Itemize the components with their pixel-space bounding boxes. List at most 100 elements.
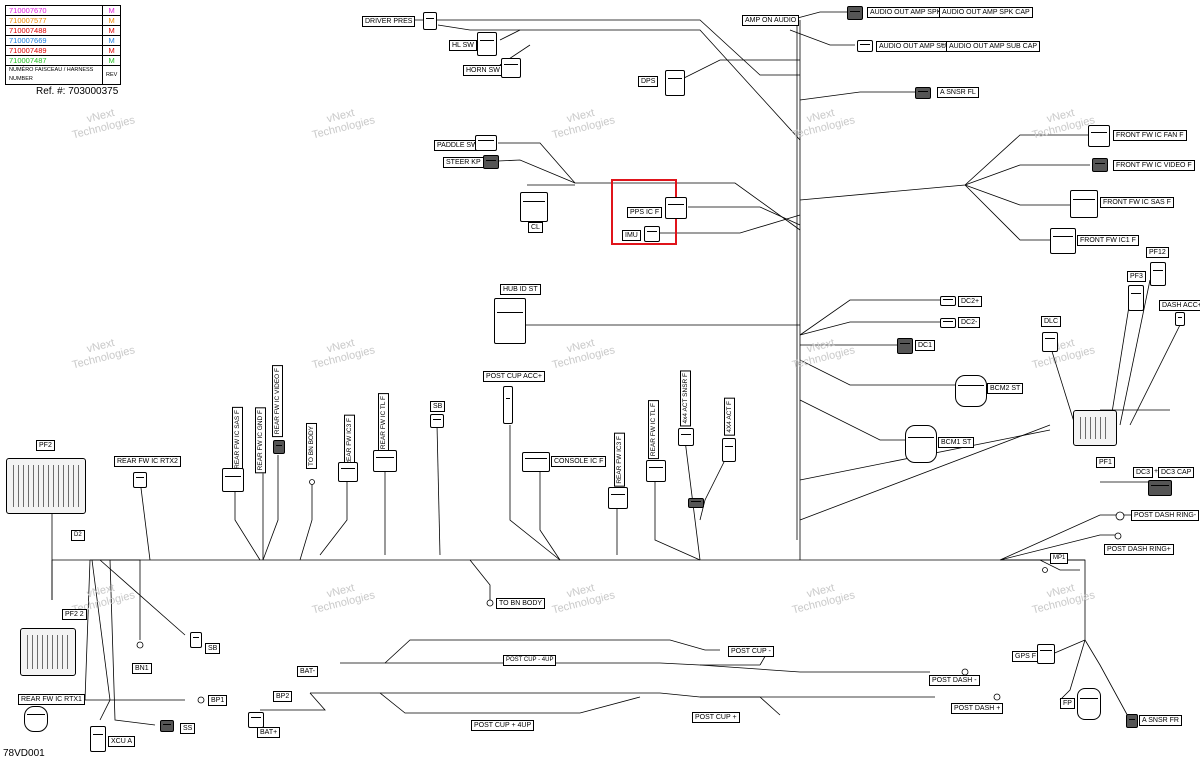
pf2-2-label: PF2 2 <box>62 609 87 620</box>
gps-f-connector <box>1037 644 1055 664</box>
harness-rev: M <box>101 55 122 66</box>
legend-row: 710007489 M <box>5 45 122 56</box>
dash-acc-label: DASH ACC+ <box>1159 300 1200 311</box>
front-fan-label: FRONT FW IC FAN F <box>1113 130 1187 141</box>
horn-sw-label: HORN SW <box>463 65 503 76</box>
sb-top-label: SB <box>430 401 446 412</box>
post-cup-4up-minus-label: POST CUP - 4UP <box>503 655 557 666</box>
dc2p-connector <box>940 296 956 306</box>
d2-label: D2 <box>71 530 85 541</box>
imu-label: IMU <box>622 230 641 241</box>
dc3-cap-label: DC3 CAP <box>1158 467 1195 478</box>
pps-ic-f-connector <box>665 197 687 219</box>
post-cup-acc-connector <box>503 386 513 424</box>
reference-number: Ref. #: 703000375 <box>36 86 119 97</box>
a-snsr-fr-label: A SNSR FR <box>1139 715 1182 726</box>
plus-sign: + <box>941 42 946 49</box>
front-video-label: FRONT FW IC VIDEO F <box>1113 160 1195 171</box>
post-dash-ring-minus-label: POST DASH RING- <box>1131 510 1200 521</box>
pf12-connector <box>1150 262 1166 286</box>
bcm1-connector <box>905 425 937 463</box>
rear-rtx1-label: REAR FW IC RTX1 <box>18 694 85 705</box>
rear-rtx1-connector <box>24 706 48 732</box>
hl-sw-label: HL SW <box>449 40 477 51</box>
post-cup-4up-plus-label: POST CUP + 4UP <box>471 720 535 731</box>
hub-id-st-connector <box>494 298 526 344</box>
rear-video-connector <box>273 440 285 454</box>
sb-low-connector <box>190 632 202 648</box>
audio-spk-connector <box>847 6 863 20</box>
pf2-2-connector <box>20 628 76 676</box>
dlc-connector <box>1042 332 1058 352</box>
pf1-label: PF1 <box>1096 457 1115 468</box>
front-sas-connector <box>1070 190 1098 218</box>
post-dash-plus-label: POST DASH + <box>951 703 1004 714</box>
sb-low-label: SB <box>205 643 221 654</box>
audio-spk-label: AUDIO OUT AMP SPK <box>867 7 945 18</box>
rear-tl-connector <box>373 450 397 472</box>
pf3-connector <box>1128 285 1144 311</box>
act-4x4-relay <box>688 498 704 508</box>
harness-number: 710007489 <box>5 45 103 56</box>
dc1-connector <box>897 338 913 354</box>
bat-plus-terminal <box>248 712 264 728</box>
act-4x4-connector <box>722 438 736 462</box>
front-ic1-label: FRONT FW IC1 F <box>1077 235 1139 246</box>
harness-legend-table: 710007670 M 710007577 M 710007488 M 7100… <box>5 5 122 85</box>
bat-plus-label: BAT+ <box>257 727 281 738</box>
a-snsr-fr-connector <box>1126 714 1138 728</box>
sb-top-connector <box>430 414 444 428</box>
paddle-sw-label: PADDLE SW <box>434 140 481 151</box>
front-sas-label: FRONT FW IC SAS F <box>1100 197 1174 208</box>
harness-number: 710007487 <box>5 55 103 66</box>
hub-id-st-label: HUB ID ST <box>500 284 541 295</box>
front-fan-connector <box>1088 125 1110 147</box>
legend-header: NUMÉRO FAISCEAU / HARNESS NUMBER REV <box>5 65 122 85</box>
rear-ic3-b-label: REAR FW IC3 F <box>614 433 625 487</box>
act-snsr-connector <box>678 428 694 446</box>
legend-row: 710007487 M <box>5 55 122 66</box>
legend-row: 710007670 M <box>5 5 122 16</box>
paddle-sw-connector <box>475 135 497 151</box>
bcm1-label: BCM1 ST <box>938 437 975 448</box>
cl-connector <box>520 192 548 222</box>
driver-pres-connector <box>423 12 437 30</box>
to-bn-body-vertical-label: TO BN BODY <box>306 423 317 469</box>
dc2p-label: DC2+ <box>958 296 983 307</box>
fp-connector <box>1077 688 1101 720</box>
harness-number: 710007488 <box>5 25 103 36</box>
dc3-connector <box>1148 480 1172 496</box>
steer-kp-connector <box>483 155 499 169</box>
front-video-connector <box>1092 158 1108 172</box>
legend-row: 710007577 M <box>5 15 122 26</box>
dc1-label: DC1 <box>915 340 936 351</box>
bat-minus-label: BAT- <box>297 666 319 677</box>
rear-ic3-connector <box>338 462 358 482</box>
post-dash-ring-plus-label: POST DASH RING+ <box>1104 544 1174 555</box>
dps-connector <box>665 70 685 96</box>
rear-tl-label: REAR FW IC TL F <box>378 393 389 453</box>
bp2-label: BP2 <box>273 691 293 702</box>
harness-rev: M <box>101 35 122 46</box>
amp-on-audio-label: AMP ON AUDIO <box>742 15 800 26</box>
harness-number: 710007669 <box>5 35 103 46</box>
act-snsr-label: 4x4 ACT SNSR F <box>680 370 691 427</box>
mp1-label: MP1 <box>1050 553 1069 564</box>
act-4x4-label: 4X4 ACT F <box>724 398 735 436</box>
ss-connector <box>160 720 174 732</box>
dash-acc-connector <box>1175 312 1185 326</box>
harness-rev: M <box>101 15 122 26</box>
harness-number: 710007670 <box>5 5 103 16</box>
console-ic-label: CONSOLE IC F <box>551 456 607 467</box>
pf2-connector <box>6 458 86 514</box>
a-snsr-fl-label: A SNSR FL <box>937 87 979 98</box>
audio-spk-cap-label: AUDIO OUT AMP SPK CAP <box>939 7 1033 18</box>
legend-header-rev: REV <box>101 65 122 85</box>
steer-kp-label: STEER KP <box>443 157 484 168</box>
cl-label: CL <box>528 222 543 233</box>
audio-sub-cap-label: AUDIO OUT AMP SUB CAP <box>946 41 1041 52</box>
post-dash-minus-label: POST DASH - <box>929 675 980 686</box>
to-bn-body-label: TO BN BODY <box>496 598 546 609</box>
xcu-a-connector <box>90 726 106 752</box>
